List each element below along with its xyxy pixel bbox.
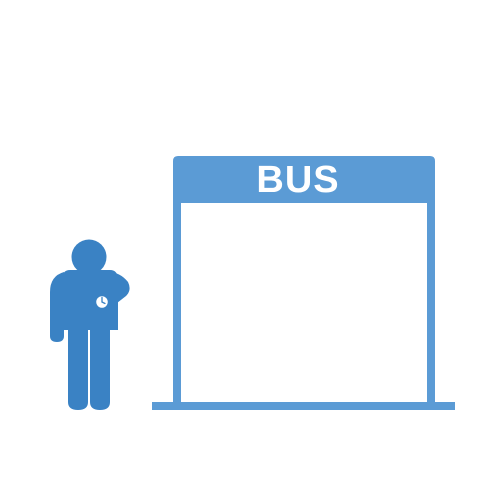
wristwatch-icon [94,294,110,310]
person-left-leg [68,326,88,410]
bus-stop-shelter-icon: BUS [152,156,455,410]
person-head [71,239,107,275]
ground-line [152,402,455,410]
person-left-arm [50,272,64,342]
person-checking-watch-icon [50,239,130,410]
person-right-leg [90,326,110,410]
person-torso [62,270,118,330]
shelter-left-post [173,200,181,405]
shelter-right-post [427,200,435,405]
shelter-sign-board [173,156,435,203]
bus-sign-label: BUS [256,159,339,201]
